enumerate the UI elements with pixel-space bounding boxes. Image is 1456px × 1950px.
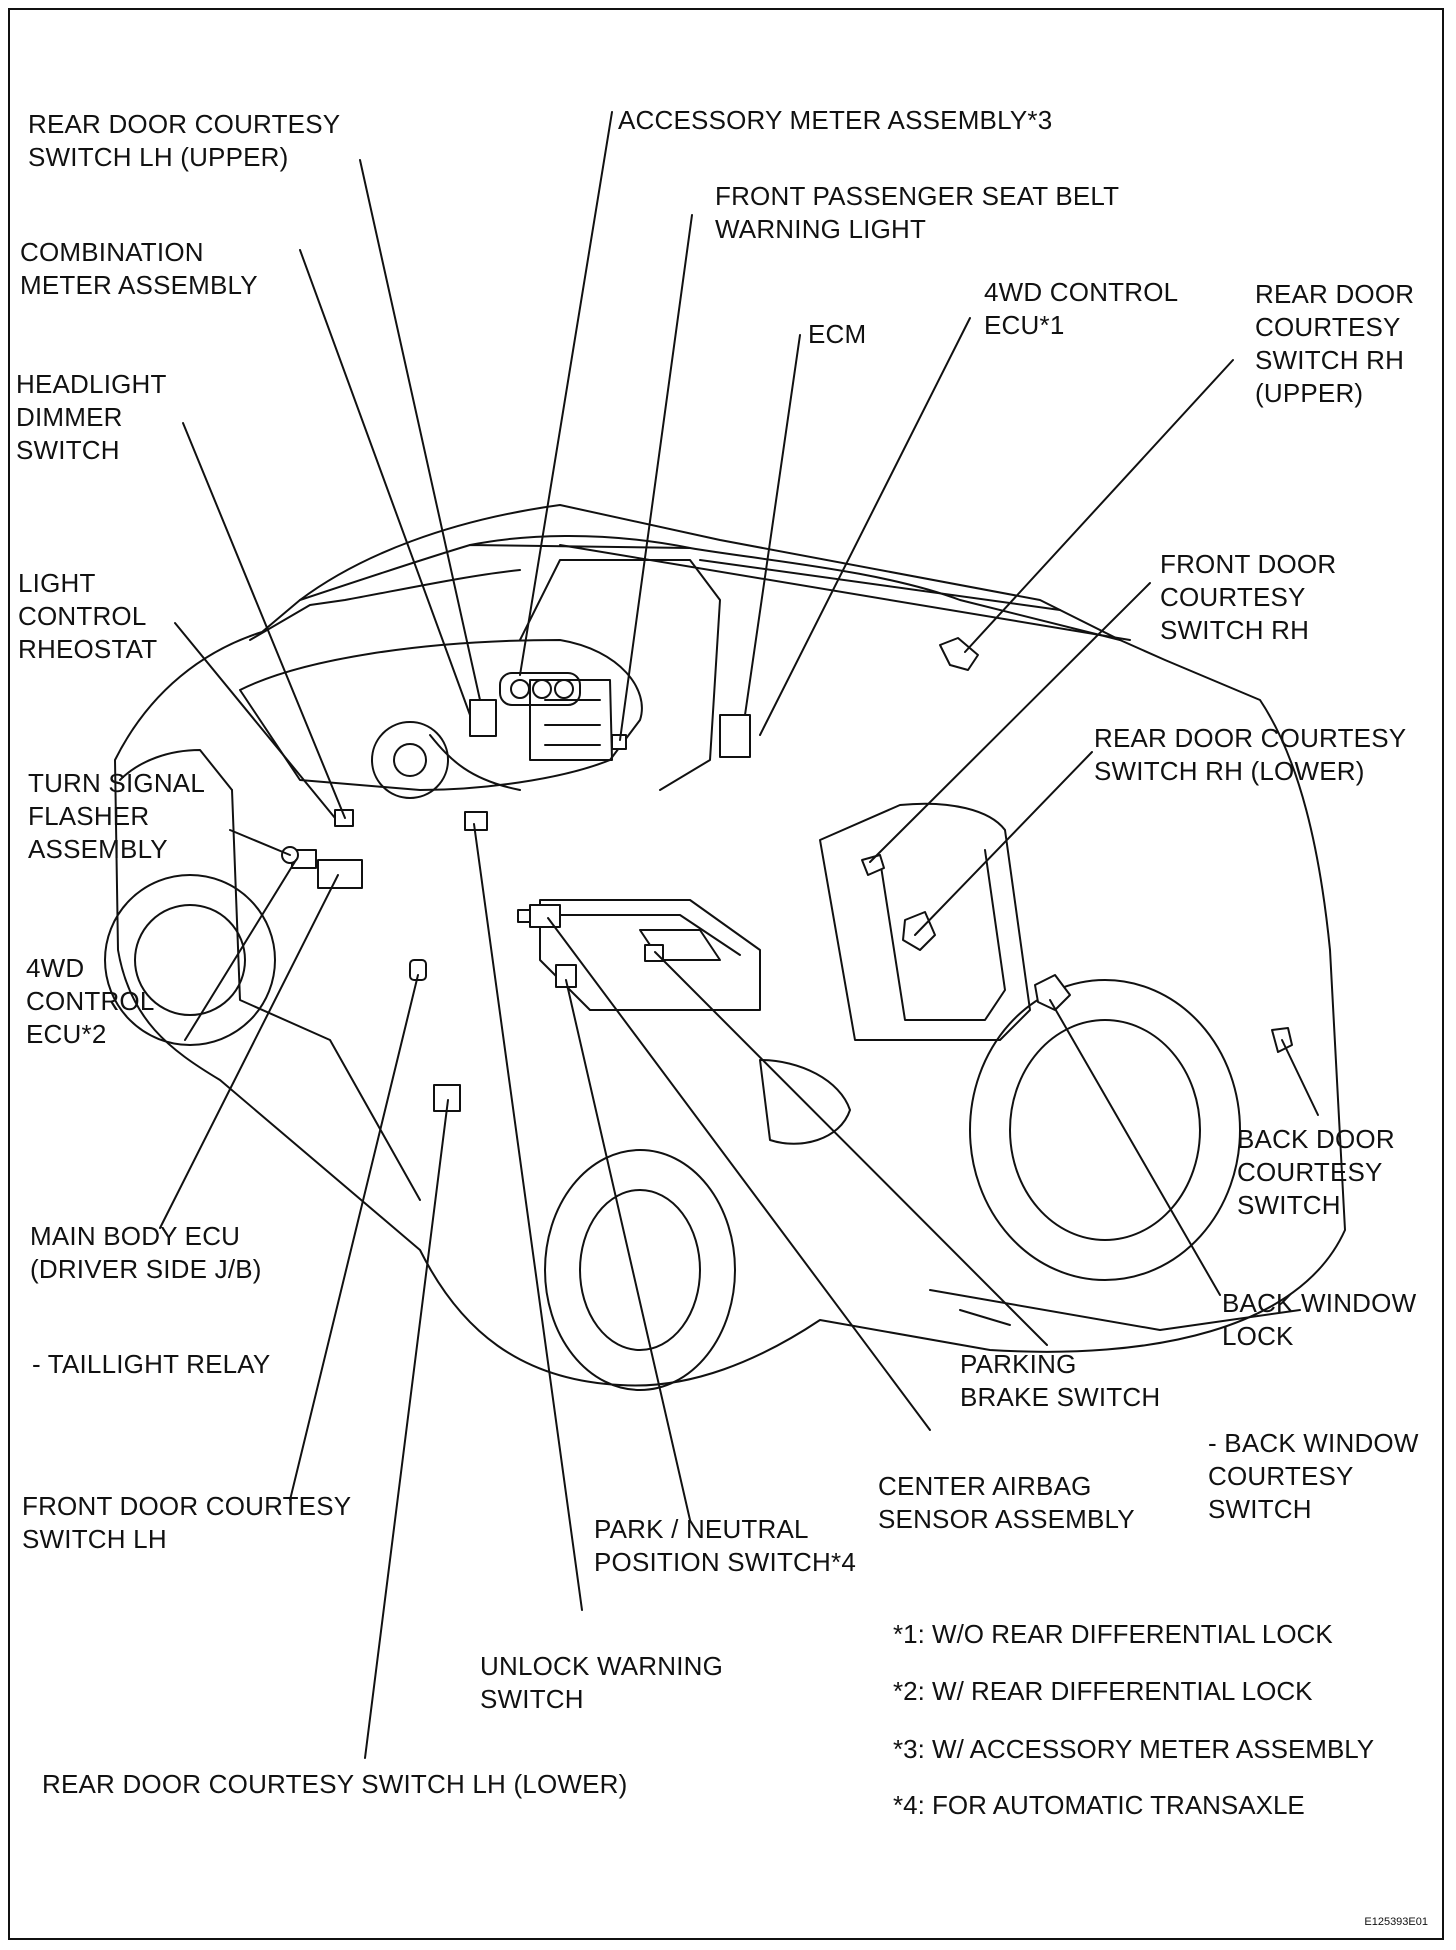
marker-unlock-warning	[464, 811, 488, 831]
label-front-door-lh: FRONT DOOR COURTESY SWITCH LH	[22, 1491, 352, 1554]
label-unlock-warning: UNLOCK WARNING SWITCH	[480, 1651, 724, 1714]
marker-main-body-ecu	[317, 859, 363, 889]
marker-center-airbag	[529, 904, 561, 928]
footnote-2: *2: W/ REAR DIFFERENTIAL LOCK	[893, 1676, 1313, 1706]
leader-lines	[159, 111, 1319, 1759]
label-rear-door-rh-upper: REAR DOOR COURTESY SWITCH RH (UPPER)	[1255, 279, 1415, 408]
label-front-passenger-belt: FRONT PASSENGER SEAT BELT WARNING LIGHT	[715, 181, 1120, 244]
label-park-neutral: PARK / NEUTRAL POSITION SWITCH*4	[594, 1514, 856, 1577]
label-main-body-ecu: MAIN BODY ECU (DRIVER SIDE J/B)	[30, 1221, 262, 1284]
label-4wd-ecu1: 4WD CONTROL ECU*1	[984, 277, 1179, 340]
label-ecm: ECM	[808, 319, 867, 349]
marker-parking-brake	[644, 944, 664, 962]
marker-back-window-lock	[1034, 974, 1071, 1011]
label-back-window-courtesy: - BACK WINDOW COURTESY SWITCH	[1208, 1428, 1419, 1524]
label-turn-signal: TURN SIGNAL FLASHER ASSEMBLY	[28, 768, 206, 864]
marker-front-passenger-belt	[611, 734, 627, 750]
footnote-4: *4: FOR AUTOMATIC TRANSAXLE	[893, 1790, 1305, 1820]
label-rear-door-lh-lower: REAR DOOR COURTESY SWITCH LH (LOWER)	[42, 1769, 628, 1799]
label-front-door-rh: FRONT DOOR COURTESY SWITCH RH	[1160, 549, 1337, 645]
footnote-3: *3: W/ ACCESSORY METER ASSEMBLY	[893, 1734, 1375, 1764]
marker-rear-door-rh-upper	[939, 637, 979, 671]
label-parking-brake: PARKING BRAKE SWITCH	[960, 1349, 1161, 1412]
label-headlight-dimmer: HEADLIGHT DIMMER SWITCH	[16, 369, 167, 465]
figure-code: E125393E01	[1364, 1916, 1428, 1928]
marker-park-neutral	[555, 964, 577, 988]
label-center-airbag: CENTER AIRBAG SENSOR ASSEMBLY	[878, 1471, 1135, 1534]
label-back-door-courtesy: BACK DOOR COURTESY SWITCH	[1237, 1124, 1395, 1220]
label-light-rheostat: LIGHT CONTROL RHEOSTAT	[18, 568, 158, 664]
marker-ecm	[719, 714, 751, 758]
label-combination-meter: COMBINATION METER ASSEMBLY	[20, 237, 258, 300]
marker-front-door-lh	[409, 959, 427, 981]
label-taillight-relay: - TAILLIGHT RELAY	[32, 1349, 271, 1379]
vehicle-body	[104, 504, 1346, 1391]
component-markers	[281, 637, 1293, 1112]
label-4wd-ecu2: 4WD CONTROL ECU*2	[26, 953, 155, 1049]
marker-combination-meter	[469, 699, 497, 737]
label-rear-door-lh-upper: REAR DOOR COURTESY SWITCH LH (UPPER)	[28, 109, 341, 172]
footnote-1: *1: W/O REAR DIFFERENTIAL LOCK	[893, 1619, 1333, 1649]
label-back-window-lock: BACK WINDOW LOCK	[1222, 1288, 1417, 1351]
label-rear-door-rh-lower: REAR DOOR COURTESY SWITCH RH (LOWER)	[1094, 723, 1407, 786]
label-accessory-meter: ACCESSORY METER ASSEMBLY*3	[618, 105, 1053, 135]
marker-4wd-ecu1-alt	[517, 909, 531, 923]
diagram-frame	[8, 8, 1444, 1940]
